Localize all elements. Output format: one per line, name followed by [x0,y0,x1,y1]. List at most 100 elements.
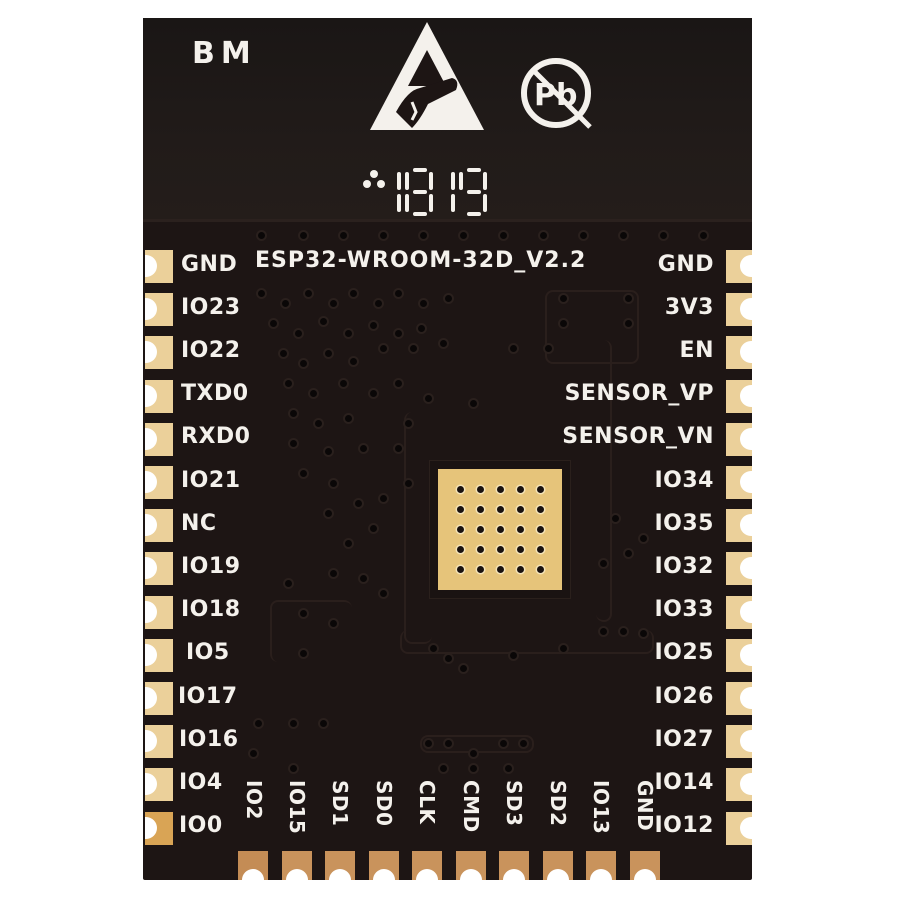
via [440,765,447,772]
pad-left-io4[interactable] [145,768,173,801]
trace [270,600,352,662]
via [320,318,327,325]
via [300,650,307,657]
via [460,232,467,239]
pin-label-right: EN [679,338,714,363]
pad-left-txd0[interactable] [145,380,173,413]
pad-right-3v3[interactable] [726,293,752,326]
pin-label-right: IO33 [654,597,714,622]
via [375,300,382,307]
pad-right-io12[interactable] [726,812,752,845]
pad-bottom-io13[interactable] [586,851,616,880]
via [620,628,627,635]
via [290,410,297,417]
via [395,380,402,387]
pad-left-io21[interactable] [145,466,173,499]
via [410,345,417,352]
lead-free-icon: Pb [521,58,592,129]
via [300,610,307,617]
pad-right-io35[interactable] [726,509,752,542]
pad-left-io5[interactable] [145,639,173,672]
via [395,330,402,337]
via [600,560,607,567]
pad-left-io16[interactable] [145,725,173,758]
pad-right-sensor-vn[interactable] [726,423,752,456]
pad-right-io14[interactable] [726,768,752,801]
via [612,515,619,522]
pad-bottom-io15[interactable] [282,851,312,880]
via [560,295,567,302]
pad-left-io19[interactable] [145,552,173,585]
via [295,330,302,337]
pad-right-io25[interactable] [726,639,752,672]
pad-left-rxd0[interactable] [145,423,173,456]
via [370,390,377,397]
pin-label-left: IO19 [181,554,241,579]
via [258,290,265,297]
via [345,330,352,337]
esd-warning-icon [370,22,484,130]
via [620,232,627,239]
via [325,448,332,455]
via [330,480,337,487]
pad-left-io0[interactable] [145,812,173,845]
via [330,300,337,307]
via [300,470,307,477]
pad-left-io23[interactable] [145,293,173,326]
antenna-divider [143,219,752,222]
pad-left-nc[interactable] [145,509,173,542]
via [418,325,425,332]
pad-right-io26[interactable] [726,682,752,715]
via [395,290,402,297]
via [270,320,277,327]
pad-left-io17[interactable] [145,682,173,715]
pin-label-bottom: SD3 [502,780,526,827]
trace [545,290,639,364]
via [640,630,647,637]
pad-bottom-sd1[interactable] [325,851,355,880]
pin-label-left: TXD0 [181,381,249,406]
pad-bottom-clk[interactable] [412,851,442,880]
pin-label-left: IO21 [181,468,241,493]
pad-right-io34[interactable] [726,466,752,499]
pad-right-gnd[interactable] [726,250,752,283]
pin-label-left: IO0 [179,813,223,838]
pad-bottom-sd3[interactable] [499,851,529,880]
pad-bottom-cmd[interactable] [456,851,486,880]
pad-left-gnd[interactable] [145,250,173,283]
via [660,232,667,239]
pad-right-io27[interactable] [726,725,752,758]
pad-bottom-gnd[interactable] [630,851,660,880]
via [540,232,547,239]
pad-left-io22[interactable] [145,336,173,369]
module-model-label: ESP32-WROOM-32D_V2.2 [255,248,587,273]
via [445,655,452,662]
pad-right-io33[interactable] [726,596,752,629]
pad-bottom-sd2[interactable] [543,851,573,880]
via [470,765,477,772]
via [280,350,287,357]
via [325,350,332,357]
thermal-via-grid [450,479,550,580]
pad-right-io32[interactable] [726,552,752,585]
pin-label-left: IO17 [178,684,238,709]
via [300,360,307,367]
pad-left-io18[interactable] [145,596,173,629]
pad-bottom-io2[interactable] [238,851,268,880]
via [250,750,257,757]
pad-right-en[interactable] [726,336,752,369]
via [360,445,367,452]
via [290,440,297,447]
via [510,652,517,659]
pin-label-right: SENSOR_VN [562,424,714,449]
via [395,445,402,452]
date-code: 1819 [355,160,515,220]
via [340,232,347,239]
pad-bottom-sd0[interactable] [369,851,399,880]
via [470,750,477,757]
pin-label-left: IO18 [181,597,241,622]
pad-right-sensor-vp[interactable] [726,380,752,413]
pin-label-bottom: SD0 [372,780,396,827]
via [405,480,412,487]
pin-label-right: IO32 [654,554,714,579]
